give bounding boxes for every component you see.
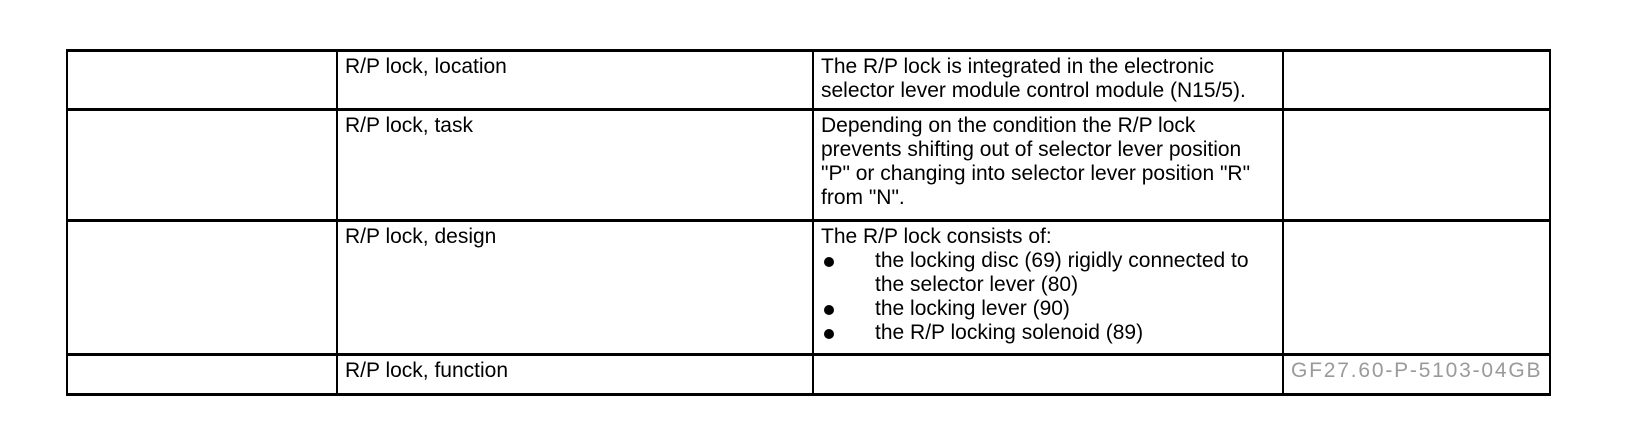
bullet-text: the locking disc (69) rigidly connected … [875,249,1249,296]
empty-cell [66,49,338,111]
row-label-cell: R/P lock, location [336,49,814,111]
row-label-cell: R/P lock, task [336,108,814,222]
bullet-icon [824,329,834,339]
list-item: the R/P locking solenoid (89) [821,321,1276,345]
row-label: R/P lock, function [345,359,509,382]
table-row-task: R/P lock, task Depending on the conditio… [66,108,1551,222]
table-row-location: R/P lock, location The R/P lock is integ… [66,49,1551,111]
table-row-design: R/P lock, design The R/P lock consists o… [66,219,1551,356]
empty-cell [66,108,338,222]
row-description-cell [812,353,1284,396]
bullet-text: the locking lever (90) [875,297,1070,320]
row-description: The R/P lock is integrated in the electr… [821,55,1246,102]
rp-lock-spec-table: R/P lock, location The R/P lock is integ… [66,49,1551,396]
row-description-intro: The R/P lock consists of: [821,225,1052,248]
list-item: the locking lever (90) [821,297,1276,321]
row-label: R/P lock, task [345,114,473,137]
row-label: R/P lock, location [345,55,507,78]
code-cell [1282,108,1551,222]
list-item: the locking disc (69) rigidly connected … [821,249,1276,297]
bullet-text: the R/P locking solenoid (89) [875,321,1144,344]
code-cell [1282,49,1551,111]
empty-cell [66,353,338,396]
row-label-cell: R/P lock, function [336,353,814,396]
row-description-cell: Depending on the condition the R/P lock … [812,108,1284,222]
row-label: R/P lock, design [345,225,497,248]
row-description: Depending on the condition the R/P lock … [821,114,1251,209]
row-description-cell: The R/P lock consists of: the locking di… [812,219,1284,356]
empty-cell [66,219,338,356]
row-description-cell: The R/P lock is integrated in the electr… [812,49,1284,111]
bullet-icon [824,257,834,267]
row-label-cell: R/P lock, design [336,219,814,356]
code-cell: GF27.60-P-5103-04GB [1282,353,1551,396]
code-cell [1282,219,1551,356]
bullet-icon [824,305,834,315]
document-code: GF27.60-P-5103-04GB [1291,359,1543,382]
table-row-function: R/P lock, function GF27.60-P-5103-04GB [66,353,1551,396]
